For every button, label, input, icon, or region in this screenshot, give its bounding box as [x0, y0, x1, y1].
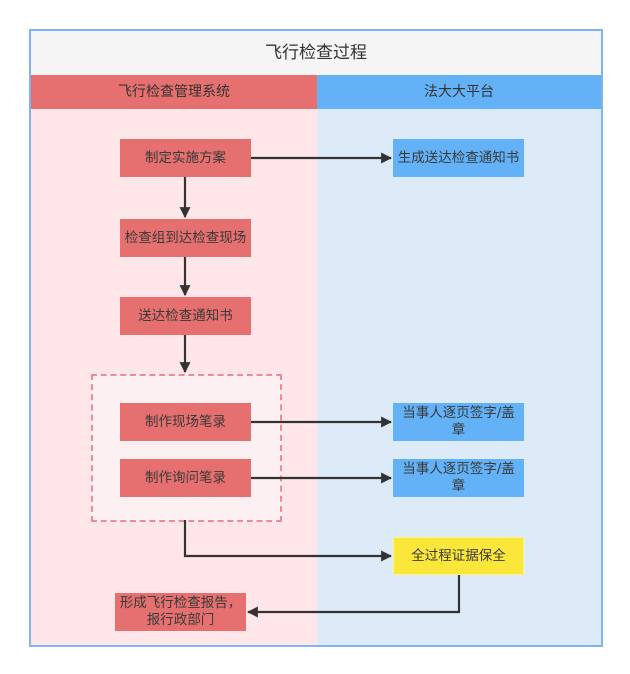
node-evidence[interactable]: 全过程证据保全: [393, 537, 524, 575]
node-team-arrive[interactable]: 检查组到达检查现场: [120, 219, 251, 257]
lane-header-system: 飞行检查管理系统: [31, 75, 317, 109]
diagram-title: 飞行检查过程: [265, 43, 367, 63]
node-inquiry-record[interactable]: 制作询问笔录: [120, 459, 251, 497]
node-site-record[interactable]: 制作现场笔录: [120, 403, 251, 441]
node-deliver-notice[interactable]: 送达检查通知书: [120, 297, 251, 335]
node-sign-site[interactable]: 当事人逐页签字/盖章: [393, 403, 524, 441]
record-group-box: [91, 374, 282, 522]
node-report[interactable]: 形成飞行检查报告，报行政部门: [115, 593, 246, 631]
node-generate-notice[interactable]: 生成送达检查通知书: [393, 139, 524, 177]
lane-header-platform: 法大大平台: [317, 75, 601, 109]
node-sign-inquiry[interactable]: 当事人逐页签字/盖章: [393, 459, 524, 497]
node-make-plan[interactable]: 制定实施方案: [120, 139, 251, 177]
